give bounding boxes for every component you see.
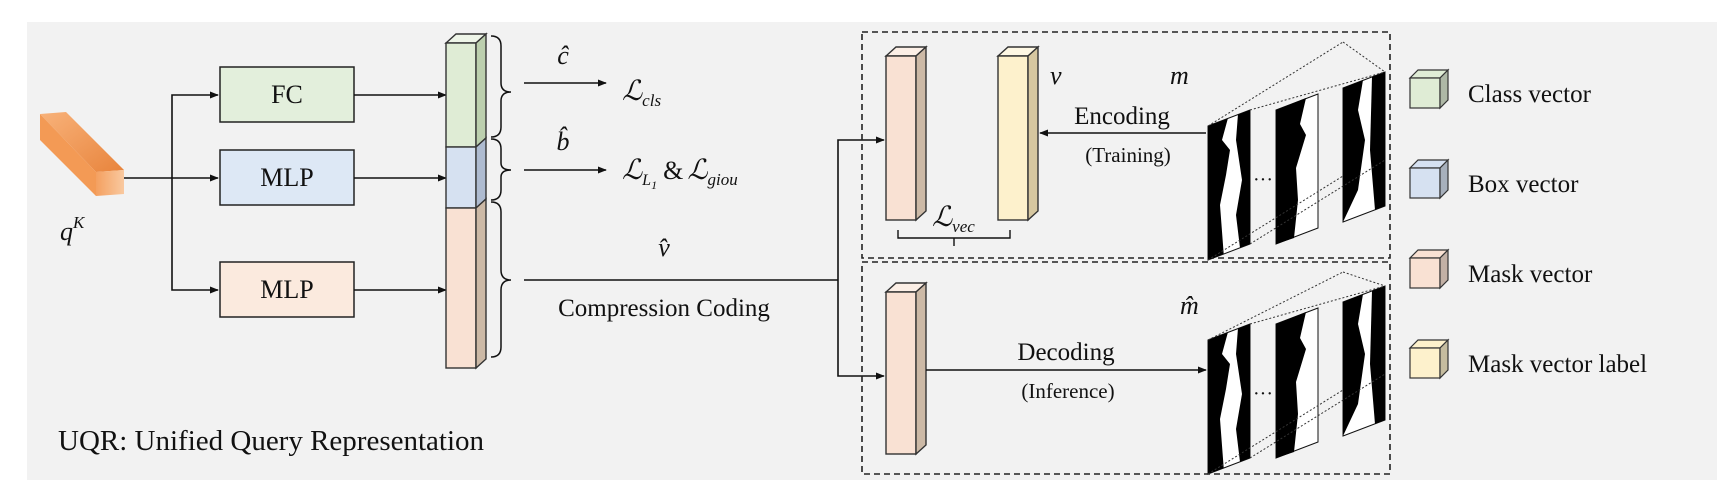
legend-item: Mask vector [1408,248,1593,290]
legend-item: Class vector [1408,68,1592,110]
c-hat-symbol: ĉ [557,41,569,70]
legend-cube-icon [1408,338,1450,380]
legend-label: Box vector [1468,171,1579,198]
mlp-box-head-box [219,149,355,206]
pred-mask-vector-train [884,45,928,222]
inference-panel [861,261,1391,475]
uqr-vector-stack [444,32,488,370]
pred-mask-vector-infer [884,281,928,456]
query-label: qK [60,213,86,246]
legend-cube-icon [1408,248,1450,290]
m-symbol: m [1170,61,1189,90]
encoding-label: Encoding [1074,103,1170,130]
compression-coding-label: Compression Coding [558,295,770,322]
v-hat-symbol: v̂ [658,233,670,262]
decoding-label: Decoding [1017,339,1115,366]
mlp-mask-head-label: MLP [260,275,313,304]
legend-label: Mask vector label [1468,351,1647,378]
mlp-mask-head-box [219,261,355,318]
fc-head-label: FC [271,80,303,109]
inference-label: (Inference) [1021,379,1114,403]
diagram-caption: UQR: Unified Query Representation [58,425,485,457]
legend-cube-icon [1408,158,1450,200]
legend-label: Mask vector [1468,261,1593,288]
legend-item: Box vector [1408,158,1579,200]
legend-label: Class vector [1468,81,1592,108]
loss-cls: ℒcls [622,76,661,110]
mask-vector-label-v [996,45,1040,222]
mask-volume-gt [1207,41,1386,261]
loss-vec: ℒvec [932,202,975,236]
legend-cube-icon [1408,68,1450,110]
mlp-box-head-label: MLP [260,163,313,192]
ellipsis-train: ··· [1253,169,1273,191]
vec-loss-bracket [897,230,1011,246]
m-hat-symbol: m̂ [1180,291,1199,320]
v-symbol: v [1050,61,1062,90]
ellipsis-infer: ··· [1253,383,1273,405]
query-vector-qk [40,112,124,196]
training-panel [861,31,1391,259]
legend-item: Mask vector label [1408,338,1647,380]
compression-coding-lines [524,136,885,380]
loss-arrows [524,79,607,174]
head-output-arrows [354,91,447,294]
training-label: (Training) [1085,143,1171,167]
b-hat-symbol: b̂ [557,127,570,156]
loss-l1-giou: ℒL1&ℒgiou [622,155,738,192]
uqr-braces [490,35,512,358]
mask-volume-pred [1207,271,1386,475]
query-branch-lines [124,91,219,294]
